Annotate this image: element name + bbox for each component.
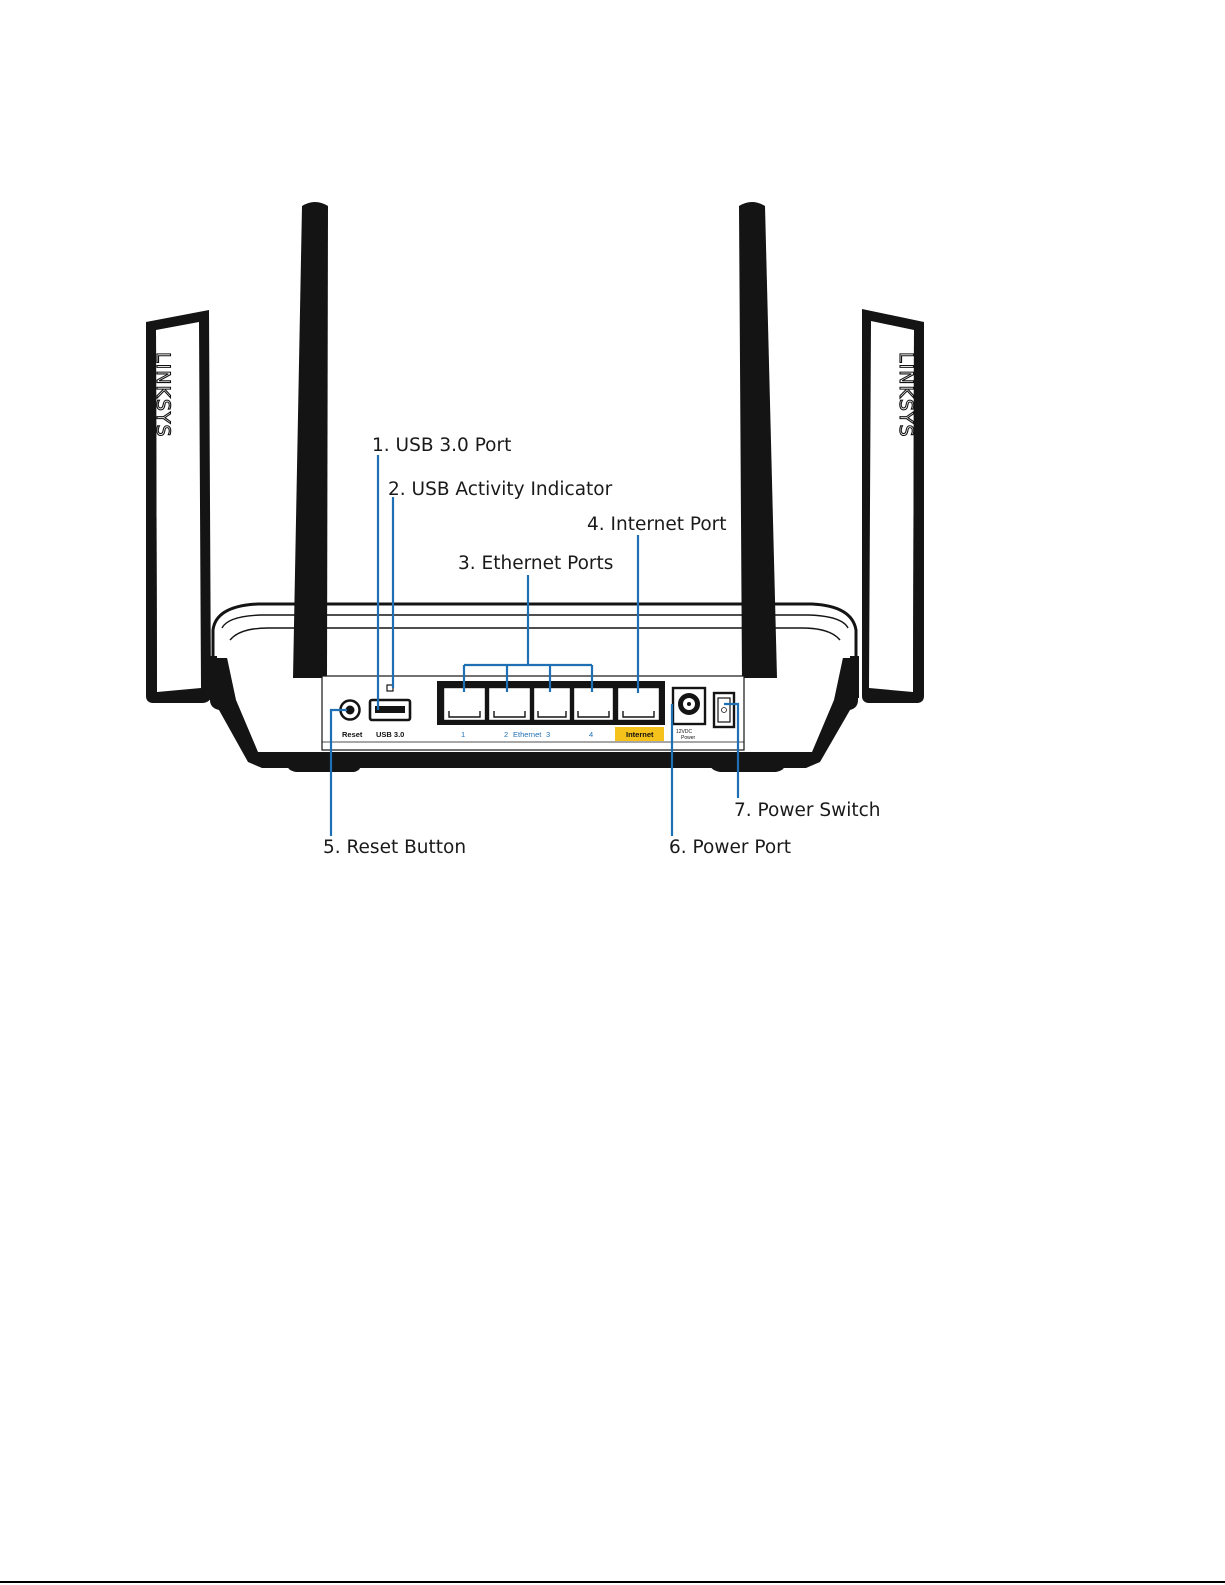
power-label: Power [681, 735, 696, 741]
callout-reset-button: 5. Reset Button [323, 837, 466, 858]
callout-usb-activity: 2. USB Activity Indicator [388, 479, 613, 500]
ethernet-label: Ethernet [513, 730, 542, 739]
ethernet-port-1[interactable] [443, 687, 486, 721]
ethernet-port-1-label: 1 [461, 730, 465, 739]
ethernet-port-2-label: 2 [504, 730, 508, 739]
left-tall-antenna [293, 202, 328, 678]
right-antenna-paddle: LINKSYS [862, 309, 924, 703]
ethernet-port-4[interactable] [573, 687, 614, 721]
ethernet-port-3[interactable] [533, 687, 571, 721]
ethernet-port-4-label: 4 [589, 730, 593, 739]
ethernet-port-2[interactable] [488, 687, 531, 721]
back-panel: Reset USB 3.0 1 2 [322, 676, 744, 750]
left-antenna-paddle: LINKSYS [146, 310, 211, 703]
reset-label: Reset [342, 730, 363, 739]
callout-usb-port: 1. USB 3.0 Port [372, 435, 511, 456]
internet-label: Internet [626, 730, 654, 739]
brand-logo-left: LINKSYS [152, 352, 174, 438]
callout-power-switch: 7. Power Switch [734, 800, 881, 821]
ethernet-port-3-label: 3 [546, 730, 550, 739]
callout-ethernet-ports: 3. Ethernet Ports [458, 553, 613, 574]
usb-port[interactable] [370, 700, 410, 720]
power-port[interactable] [673, 688, 705, 724]
power-switch[interactable] [714, 693, 734, 727]
brand-logo-right: LINKSYS [895, 352, 917, 438]
right-tall-antenna [739, 202, 777, 678]
callout-power-port: 6. Power Port [669, 837, 791, 858]
page-bottom-rule [0, 1581, 1225, 1583]
callout-internet-port: 4. Internet Port [587, 514, 727, 535]
usb-label: USB 3.0 [376, 730, 404, 739]
